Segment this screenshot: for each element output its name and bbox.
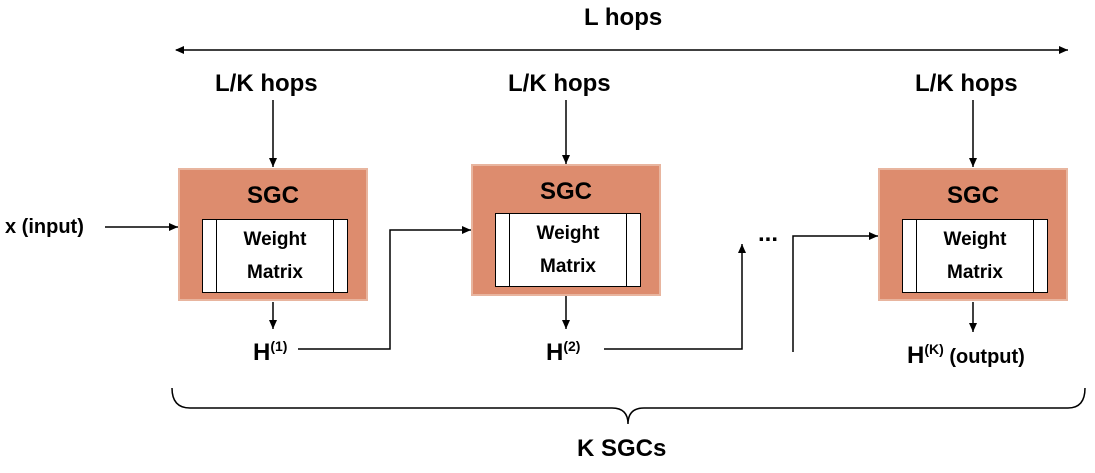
matrix-label-k: Matrix bbox=[947, 262, 1003, 283]
weight-label-k: Weight bbox=[943, 229, 1007, 250]
hk-sup: (K) bbox=[924, 341, 944, 357]
matrix-left-bar bbox=[203, 220, 217, 292]
h2-to-ellipsis-connector bbox=[604, 244, 746, 350]
hops-label-3: L/K hops bbox=[915, 70, 1018, 97]
h2-label: H(2) bbox=[546, 338, 580, 367]
matrix-label-2: Matrix bbox=[540, 256, 596, 277]
h1-label: H(1) bbox=[253, 338, 287, 367]
hops-label-2: L/K hops bbox=[508, 70, 611, 97]
l-hops-label: L hops bbox=[584, 4, 663, 31]
weight-matrix-2: Weight Matrix bbox=[495, 213, 641, 287]
matrix-right-bar bbox=[1033, 220, 1047, 292]
h1-base: H bbox=[253, 339, 271, 366]
matrix-left-bar bbox=[903, 220, 917, 292]
h2-base: H bbox=[546, 339, 564, 366]
sgc-block-k: SGC Weight Matrix bbox=[878, 168, 1068, 301]
hk-base: H bbox=[907, 342, 925, 369]
h1-sup: (1) bbox=[270, 338, 288, 354]
hops-label-1: L/K hops bbox=[215, 70, 318, 97]
weight-label-1: Weight bbox=[243, 229, 307, 250]
ellipsis-to-sgck-connector bbox=[792, 232, 878, 352]
hk-label: H(K) (output) bbox=[907, 341, 1025, 370]
weight-matrix-k: Weight Matrix bbox=[902, 219, 1048, 293]
input-label: x (input) bbox=[5, 216, 84, 238]
matrix-right-bar bbox=[333, 220, 347, 292]
h2-sup: (2) bbox=[563, 338, 581, 354]
weight-label-2: Weight bbox=[536, 223, 600, 244]
sgc-block-2: SGC Weight Matrix bbox=[471, 164, 661, 296]
sgc-block-1: SGC Weight Matrix bbox=[178, 168, 368, 301]
hk-suffix: (output) bbox=[943, 346, 1025, 368]
weight-matrix-1: Weight Matrix bbox=[202, 219, 348, 293]
matrix-right-bar bbox=[626, 214, 640, 286]
sgc-title-1: SGC bbox=[246, 182, 299, 209]
k-sgcs-label: K SGCs bbox=[577, 435, 667, 462]
ellipsis-label: ... bbox=[758, 220, 779, 247]
k-sgcs-brace bbox=[171, 387, 1086, 425]
h1-to-sgc2-connector bbox=[298, 226, 471, 350]
sgc-title-2: SGC bbox=[539, 178, 592, 205]
sgc-title-k: SGC bbox=[946, 182, 999, 209]
matrix-left-bar bbox=[496, 214, 510, 286]
matrix-label-1: Matrix bbox=[247, 262, 303, 283]
